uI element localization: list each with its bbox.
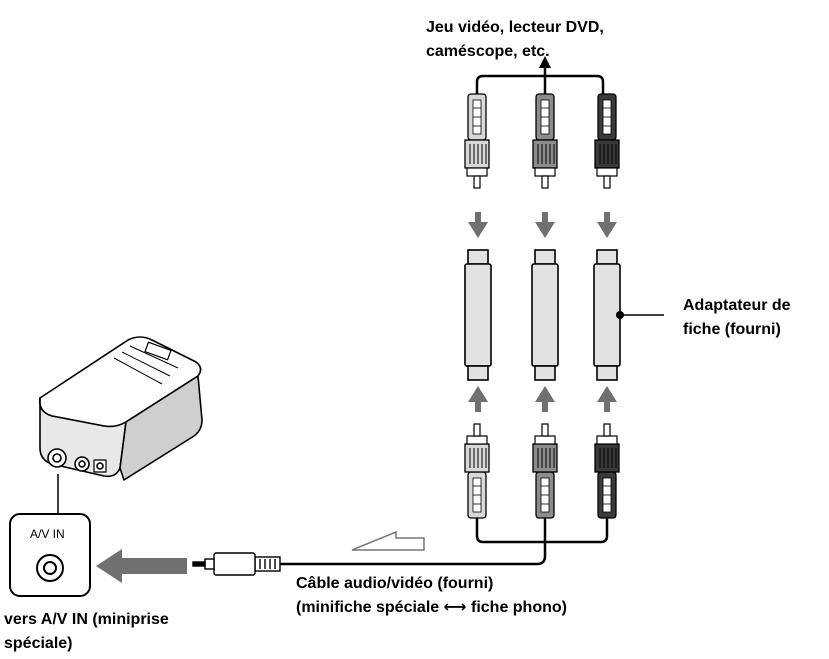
- camcorder-icon: [38, 336, 203, 481]
- jack-label-line1: vers A/V IN (miniprise: [4, 611, 169, 628]
- jack-label: vers A/V IN (miniprise spéciale): [4, 608, 169, 656]
- cable-label-line1: Câble audio/vidéo (fourni): [296, 575, 494, 592]
- plug-adapter: [464, 249, 621, 381]
- jack-panel-label: A/V IN: [30, 527, 65, 541]
- bottom-plug-left: [464, 423, 490, 519]
- adapter-label-line1: Adaptateur de: [683, 297, 791, 314]
- top-plug-right: [594, 93, 620, 189]
- cable-label: Câble audio/vidéo (fourni) (minifiche sp…: [296, 572, 567, 620]
- adapter-leader: [616, 311, 664, 319]
- av-in-jack-panel: [9, 513, 91, 597]
- source-cable: [475, 56, 605, 94]
- source-devices-label-line2: caméscope, etc.: [426, 43, 550, 60]
- bottom-plug-middle: [532, 423, 558, 519]
- top-plug-middle: [532, 93, 558, 189]
- source-devices-label-line1: Jeu vidéo, lecteur DVD,: [426, 19, 604, 36]
- adapter-label: Adaptateur de fiche (fourni): [683, 294, 791, 342]
- big-left-arrow-icon: [96, 549, 187, 583]
- jack-label-line2: spéciale): [4, 635, 73, 652]
- cable-label-line2: (minifiche spéciale ⟷ fiche phono): [296, 599, 567, 616]
- adapter-label-line2: fiche (fourni): [683, 321, 781, 338]
- up-arrow-icon: [468, 386, 617, 412]
- av-cable: [280, 518, 609, 566]
- mini-plug: [192, 552, 281, 576]
- bottom-plug-right: [594, 423, 620, 519]
- hollow-arrow-icon: [351, 530, 425, 551]
- top-plug-left: [464, 93, 490, 189]
- source-devices-label: Jeu vidéo, lecteur DVD, caméscope, etc.: [426, 16, 604, 64]
- down-arrow-icon: [468, 212, 617, 238]
